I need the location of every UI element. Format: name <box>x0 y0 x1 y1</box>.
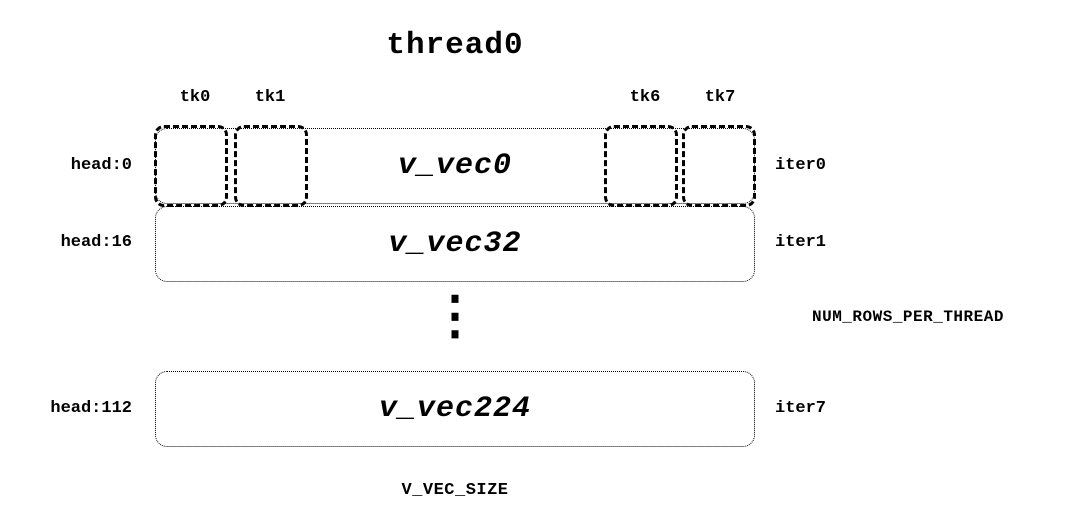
thread-key-box-tk0 <box>154 125 228 207</box>
v-vec-size-label: V_VEC_SIZE <box>401 481 509 500</box>
head-offset-label-iter1: head:16 <box>60 233 132 252</box>
vertical-ellipsis-icon: ⋮ <box>429 290 481 349</box>
iteration-label-iter1: iter1 <box>775 233 827 252</box>
vector-row-iter1: v_vec32 <box>155 206 755 282</box>
diagram-title: thread0 <box>386 28 524 63</box>
vector-row-iter7: v_vec224 <box>155 371 755 447</box>
iteration-label-iter7: iter7 <box>775 399 827 418</box>
vector-label-v-vec32: v_vec32 <box>388 227 522 261</box>
num-rows-per-thread-label: NUM_ROWS_PER_THREAD <box>812 308 1004 326</box>
vector-label-v-vec224: v_vec224 <box>378 392 532 426</box>
tick-label-tk6: tk6 <box>629 88 661 107</box>
thread-key-box-tk6 <box>604 125 678 207</box>
tick-label-tk1: tk1 <box>254 88 286 107</box>
vector-label-v-vec0: v_vec0 <box>397 149 513 183</box>
thread-key-box-tk7 <box>682 125 756 207</box>
vector-row-iter0: v_vec0 <box>154 125 756 207</box>
head-offset-label-iter0: head:0 <box>70 156 132 175</box>
head-offset-label-iter7: head:112 <box>50 399 132 418</box>
thread-key-box-tk1 <box>234 125 308 207</box>
tick-label-tk0: tk0 <box>179 88 211 107</box>
tick-label-tk7: tk7 <box>704 88 736 107</box>
iteration-label-iter0: iter0 <box>775 156 827 175</box>
